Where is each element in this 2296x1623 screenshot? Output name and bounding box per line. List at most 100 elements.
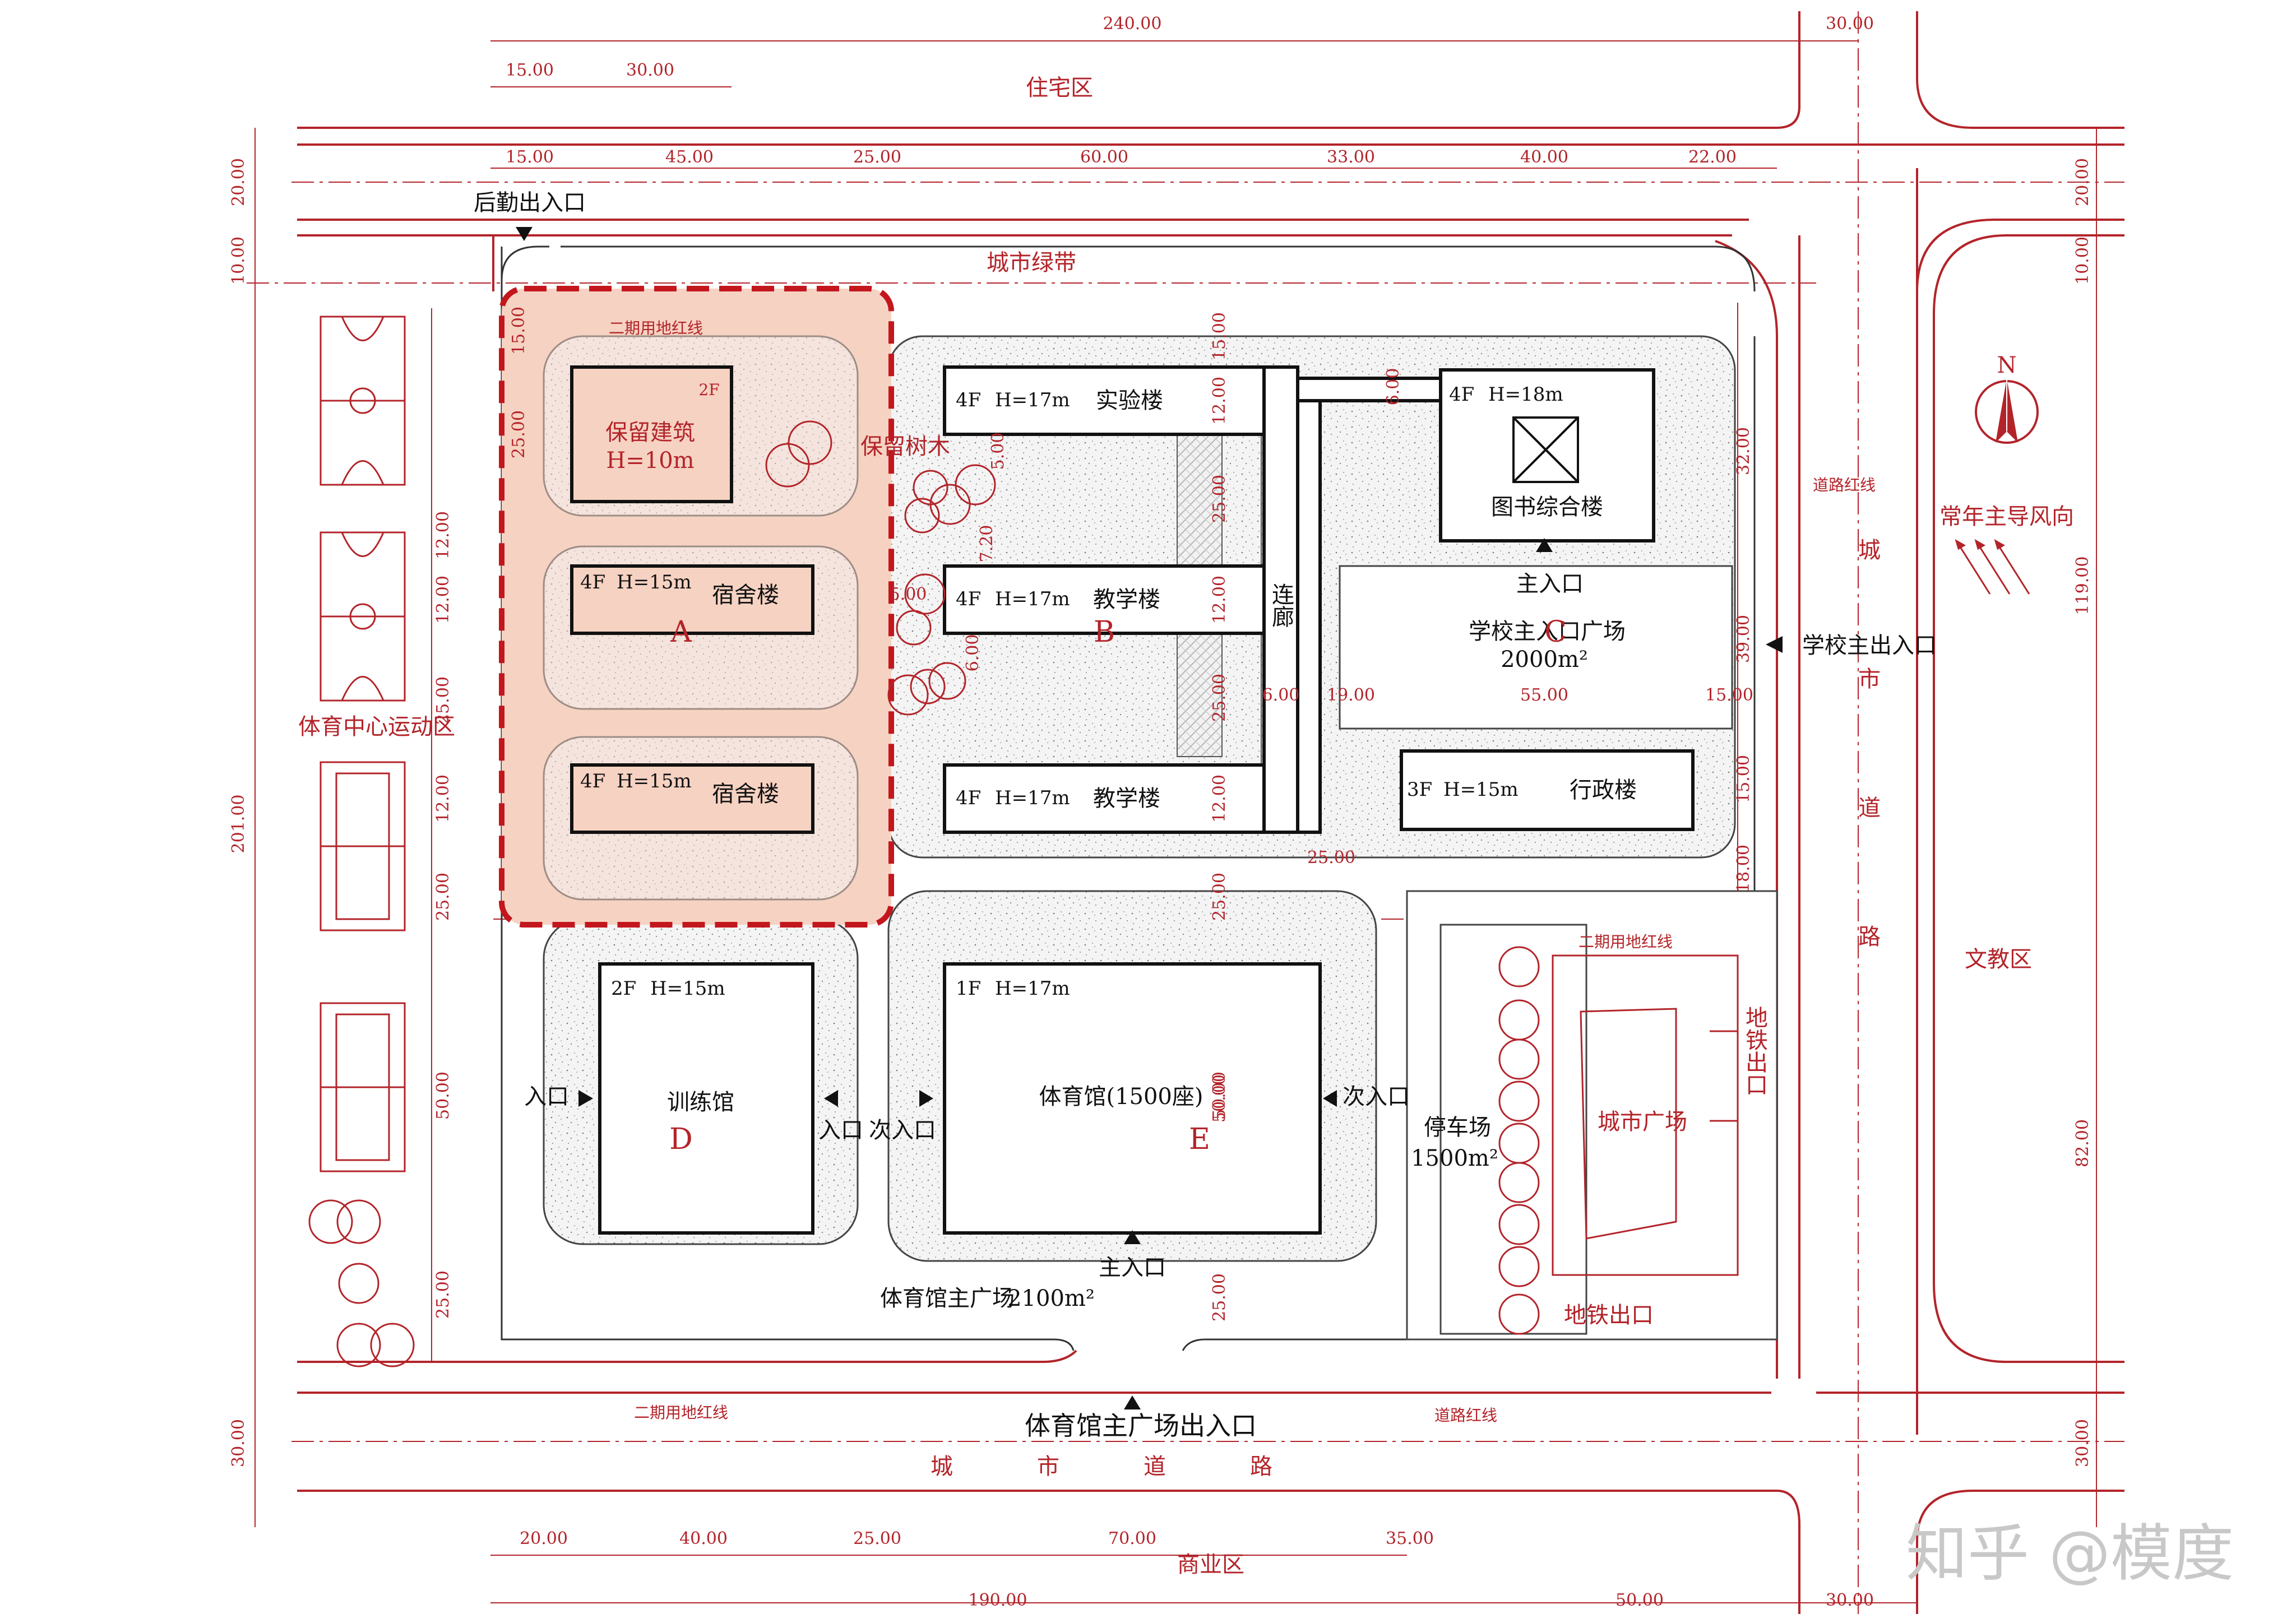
- dim-right-inner-0: 32.00: [1734, 427, 1753, 475]
- group-c-letter: C: [1544, 615, 1567, 649]
- road-right-char-3: 路: [1858, 924, 1881, 950]
- dim-misc-11: 55.00: [1520, 685, 1568, 705]
- road-bottom-char-1: 市: [1037, 1454, 1059, 1480]
- dim-misc-3: 12.00: [1210, 576, 1229, 624]
- dorm1-height: H=15m: [617, 571, 692, 593]
- road-redline-bottom: 道路红线: [1434, 1406, 1497, 1425]
- phase2-redline-bottom: 二期用地红线: [634, 1403, 728, 1422]
- watermark: 知乎 @模度: [1906, 1518, 2234, 1589]
- dim-right-inner-2: 15.00: [1734, 755, 1753, 803]
- top-road-edge-outer: [297, 11, 1800, 129]
- dim-misc-10: 19.00: [1327, 685, 1375, 705]
- dim-top-row2-0: 15.00: [506, 147, 554, 167]
- dim-misc-13: 25.00: [1307, 848, 1355, 868]
- dim-misc-9: 6.00: [1383, 368, 1403, 406]
- dim-misc-5: 5.00: [988, 433, 1008, 470]
- group-b-letter: B: [1094, 615, 1115, 649]
- dim-misc-14: 15.00: [1210, 312, 1229, 360]
- teach2-floors: 4F: [956, 787, 981, 809]
- dim-left-inner-2: 12.00: [433, 511, 453, 559]
- dorm1-floors: 4F: [580, 571, 605, 593]
- site-boundary: [501, 245, 1766, 1351]
- gym-plaza-area: 2100m²: [1007, 1286, 1095, 1311]
- gym-dim: 50.00: [1210, 1072, 1229, 1120]
- sports-courts: [320, 316, 406, 1172]
- teaching-building-1: [943, 564, 1266, 635]
- dim-left-inner-6: 25.00: [433, 873, 453, 921]
- dim-right-inner-1: 39.00: [1734, 615, 1753, 663]
- dim-bottom-1: 40.00: [679, 1529, 728, 1548]
- dim-left-inner-1: 25.00: [509, 410, 529, 458]
- dim-misc-2: 25.00: [1210, 674, 1229, 722]
- school-plaza-area: 2000m²: [1501, 647, 1588, 673]
- north-label: N: [1997, 353, 2017, 378]
- clear-areas: [1339, 565, 1778, 1341]
- dim-bottom-total: 190.00: [969, 1590, 1027, 1610]
- dim-top-seg1: 15.00: [506, 61, 554, 80]
- parking-label: 停车场: [1424, 1115, 1491, 1140]
- city-plaza: [1552, 954, 1739, 1276]
- dim-left-inner-4: 25.00: [433, 676, 453, 725]
- service-entrance-label: 后勤出入口: [474, 190, 586, 216]
- dim-left-outer-1: 10.00: [229, 237, 248, 285]
- dim-top-row2-6: 22.00: [1688, 147, 1737, 167]
- trees: [308, 420, 1540, 1367]
- phase2-redline-top: 二期用地红线: [609, 319, 703, 337]
- training-floors: 2F: [611, 977, 636, 1000]
- teach1-height: H=17m: [995, 588, 1070, 610]
- dim-bottom-right: 50.00: [1615, 1590, 1664, 1610]
- dim-top-row2-3: 60.00: [1080, 147, 1128, 167]
- dim-top-total: 240.00: [1103, 14, 1162, 34]
- road-bottom-char-2: 道: [1144, 1454, 1166, 1480]
- dim-right-inner-3: 18.00: [1734, 845, 1753, 893]
- buildings: [570, 365, 1695, 1235]
- corridor: [1262, 365, 1299, 834]
- dim-misc-16: 50.00: [1210, 1074, 1229, 1123]
- library: [1439, 368, 1655, 542]
- preserved-height: H=10m: [606, 448, 694, 474]
- zone-sports: 体育中心运动区: [298, 714, 455, 740]
- group-d-letter: D: [669, 1123, 693, 1156]
- lab-floors: 4F: [956, 389, 981, 411]
- zone-green-belt: 城市绿带: [987, 250, 1076, 276]
- phase2-redline-right: 二期用地红线: [1578, 933, 1673, 951]
- dim-top-row2-2: 25.00: [853, 147, 901, 167]
- dim-bottom-2: 25.00: [853, 1529, 901, 1548]
- training-hall: [598, 962, 814, 1235]
- preserved-floors: 2F: [698, 381, 719, 399]
- road-bottom-char-0: 城: [931, 1454, 953, 1480]
- road-redline-right: 道路红线: [1813, 476, 1876, 494]
- dim-right-outer-4: 30.00: [2073, 1419, 2093, 1467]
- teach1-name: 教学楼: [1093, 587, 1160, 613]
- preserved-building: [570, 365, 733, 503]
- dim-bottom-4: 35.00: [1386, 1529, 1434, 1548]
- group-a-letter: A: [670, 615, 692, 649]
- group-e-letter: E: [1189, 1123, 1210, 1156]
- dim-left-inner-0: 15.00: [509, 307, 529, 355]
- zone-residential: 住宅区: [1026, 75, 1093, 101]
- school-plaza-label: 学校主入口广场: [1469, 619, 1626, 644]
- dorm2-name: 宿舍楼: [712, 781, 779, 807]
- dim-misc-6: 7.20: [977, 525, 997, 563]
- wind-arrows: [1955, 539, 2030, 595]
- training-name: 训练馆: [667, 1089, 734, 1115]
- road-right-char-2: 道: [1858, 795, 1881, 821]
- road-right-char-0: 城: [1858, 537, 1881, 563]
- dim-misc-7: 6.00: [963, 634, 983, 672]
- admin-building: [1400, 749, 1695, 831]
- dim-left-inner-7: 50.00: [433, 1072, 453, 1120]
- preserved-trees-label: 保留树木: [860, 434, 950, 460]
- dim-left-inner-3: 12.00: [433, 576, 453, 624]
- dorm-2: [570, 763, 814, 834]
- admin-height: H=15m: [1443, 778, 1519, 801]
- dim-left-outer-3: 30.00: [229, 1419, 248, 1467]
- dim-misc-12: 15.00: [1705, 685, 1753, 705]
- gym-entrance-main: 主入口: [1099, 1255, 1166, 1281]
- dim-right-outer-0: 20.00: [2073, 158, 2093, 206]
- dim-bottom-3: 70.00: [1108, 1529, 1156, 1548]
- dim-left-inner-5: 12.00: [433, 775, 453, 823]
- metro-exit-label: 地铁出口: [1564, 1302, 1654, 1328]
- dim-misc-15: 25.00: [1210, 873, 1229, 921]
- gym-height: H=17m: [995, 977, 1070, 1000]
- gym-entrance-left: 次入口: [869, 1117, 936, 1143]
